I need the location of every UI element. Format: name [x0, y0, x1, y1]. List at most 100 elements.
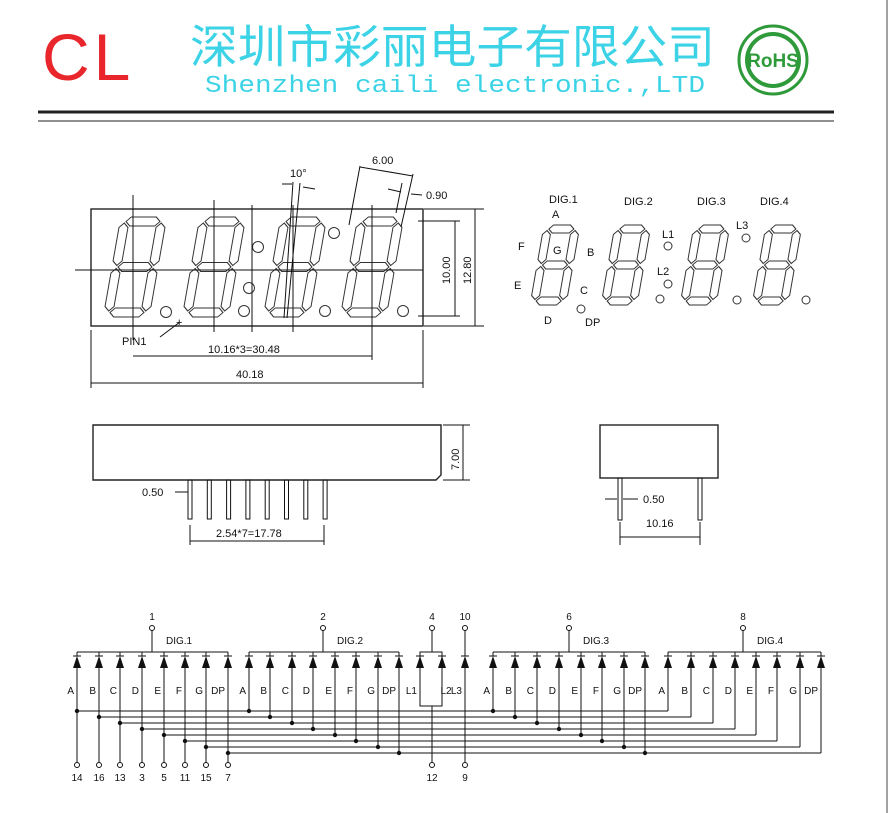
segment-g — [763, 260, 791, 270]
pinout-digit-1 — [531, 224, 579, 306]
segment-letter: G — [613, 686, 621, 697]
junction-dot — [289, 720, 295, 726]
segment-pin-number: 3 — [139, 773, 145, 784]
colon-dot — [741, 233, 751, 243]
junction-dot — [599, 738, 605, 744]
diode-icon — [752, 656, 760, 668]
digit-common-pin-number: 1 — [149, 612, 155, 623]
segment-letter: D — [303, 686, 310, 697]
segment-d — [535, 296, 562, 306]
colon-dot — [328, 227, 340, 239]
company-name-english: Shenzhen caili electronic.,LTD — [205, 73, 705, 100]
segment-pin-number: 14 — [71, 773, 83, 784]
diode-icon — [641, 656, 649, 668]
segment-d — [188, 307, 224, 318]
junction-dot — [353, 738, 359, 744]
diode-icon — [181, 656, 189, 668]
segment-b — [309, 222, 326, 267]
junction-dot — [642, 750, 648, 756]
segment-e — [341, 267, 358, 312]
segment-letter: D — [132, 686, 139, 697]
segment-d — [346, 307, 382, 318]
segment-d — [757, 296, 784, 306]
pin — [187, 479, 193, 520]
colon-common-pin-number: 4 — [429, 612, 435, 623]
segment-e — [183, 267, 200, 312]
junction-dot — [161, 732, 167, 738]
pin-terminal — [320, 625, 326, 631]
junction-dot — [310, 726, 316, 732]
pin1-marker: + — [176, 317, 182, 329]
segment-letter: F — [593, 686, 599, 697]
segment-f — [272, 222, 289, 267]
junction-dot — [74, 708, 80, 714]
junction-dot — [621, 744, 627, 750]
pinout-digit-2-label: DIG.2 — [624, 196, 653, 208]
pinout-digit-4-label: DIG.4 — [760, 196, 789, 208]
junction-dot — [225, 750, 231, 756]
diode-icon — [817, 656, 825, 668]
colon-dot — [663, 279, 673, 289]
junction-dot — [578, 732, 584, 738]
decimal-point — [801, 295, 811, 305]
diode-icon — [598, 656, 606, 668]
front-view-body — [90, 208, 424, 327]
decimal-point — [732, 295, 742, 305]
segment-letter: C — [527, 686, 534, 697]
segment-pin-number: 11 — [180, 773, 191, 784]
junction-dot — [267, 714, 273, 720]
diode-icon — [773, 656, 781, 668]
junction-dot — [556, 726, 562, 732]
pin-terminal — [96, 762, 102, 768]
segment-letter: B — [681, 686, 688, 697]
pin — [284, 479, 289, 520]
pin-terminal — [566, 625, 572, 631]
diode-icon — [138, 656, 146, 668]
rohs-label: RoHS — [747, 51, 799, 72]
segment-pin-number: 7 — [225, 773, 231, 784]
junction-dot — [332, 732, 338, 738]
body-depth-label: 7.00 — [450, 449, 462, 470]
segment-dp-label: DP — [585, 317, 600, 329]
diode-icon — [288, 656, 296, 668]
side-view-body — [92, 424, 442, 481]
colon-letter: L3 — [451, 686, 463, 697]
junction-dot — [396, 750, 402, 756]
pin-terminal — [182, 762, 188, 768]
digit-label: DIG.3 — [583, 636, 610, 647]
segment-letter: DP — [382, 686, 396, 697]
diode-icon — [160, 656, 168, 668]
segment-a — [770, 224, 797, 234]
segment-letter: F — [768, 686, 774, 697]
digit-pitch-label: 10.16*3=30.48 — [208, 344, 280, 356]
row-spacing-label: 10.16 — [646, 518, 674, 530]
pin-terminal — [429, 625, 435, 631]
front-digit-3 — [264, 216, 326, 318]
segment-f-label: F — [518, 241, 525, 253]
pinout-digit-1-label: DIG.1 — [549, 194, 578, 206]
segment-e — [753, 265, 767, 301]
segment-c — [630, 265, 644, 301]
pin — [206, 479, 212, 520]
junction-dot — [182, 738, 188, 744]
colon-l1-l2-box — [419, 651, 443, 707]
segment-a — [204, 216, 240, 227]
diode-icon — [73, 656, 81, 668]
colon-l2-label: L2 — [657, 266, 669, 278]
pinout-digit-3-label: DIG.3 — [697, 196, 726, 208]
segment-e — [681, 265, 695, 301]
diode-icon — [620, 656, 628, 668]
segment-e-label: E — [514, 280, 521, 292]
junction-dot — [203, 744, 209, 750]
segment-letter: F — [347, 686, 353, 697]
segment-b — [386, 222, 403, 267]
digit-common-pin-number: 6 — [566, 612, 572, 623]
segment-letter: DP — [628, 686, 642, 697]
pin-terminal — [225, 762, 231, 768]
front-digit-4 — [341, 216, 403, 318]
segment-letter: F — [176, 686, 182, 697]
segment-f — [537, 229, 551, 265]
segment-g — [691, 260, 719, 270]
decimal-point — [238, 305, 250, 317]
segment-a — [698, 224, 725, 234]
